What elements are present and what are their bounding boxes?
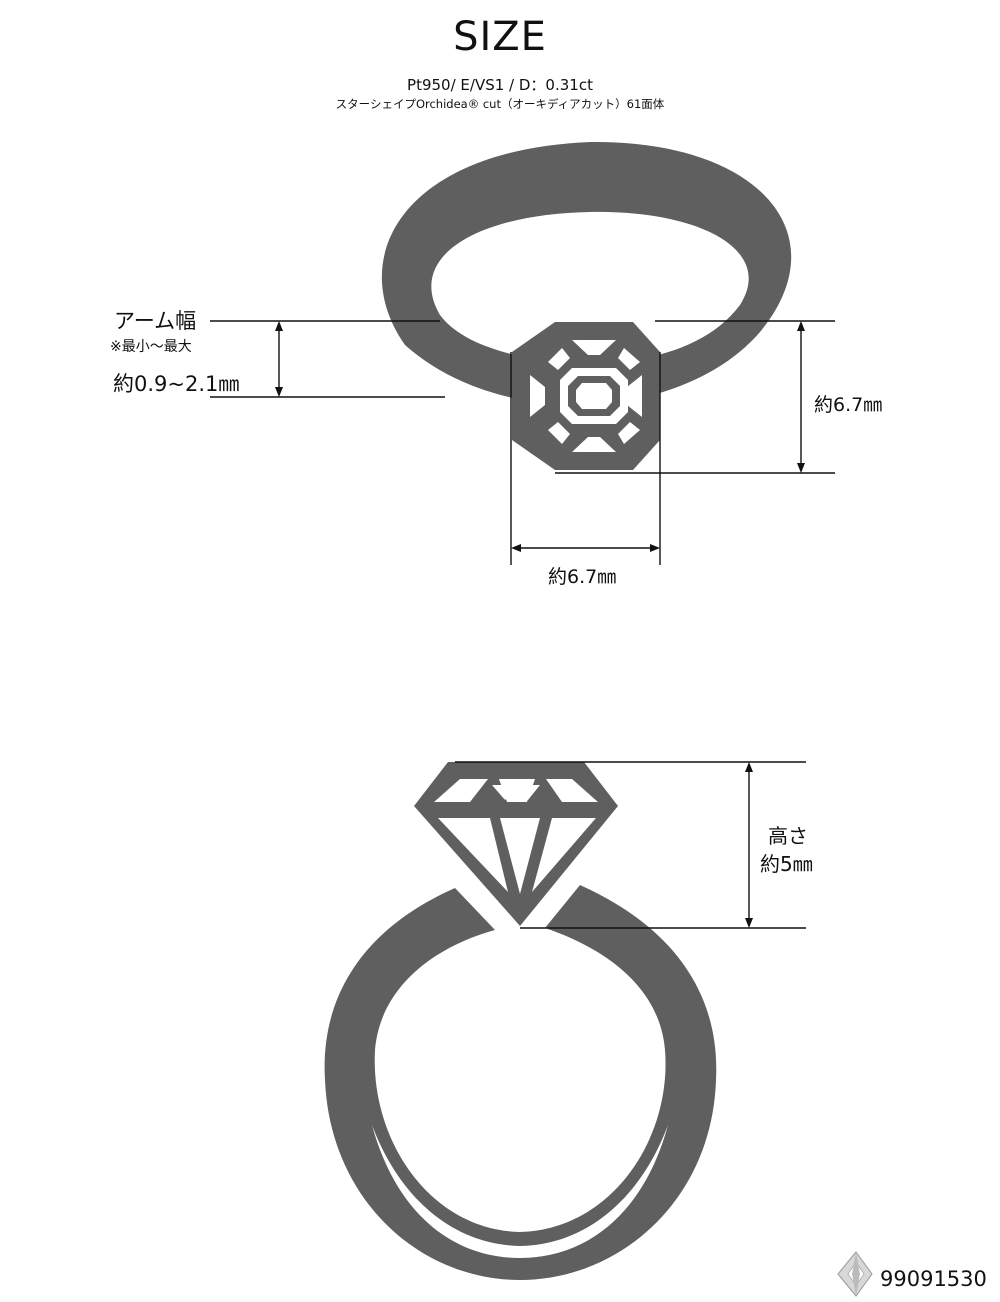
head-height-value: 約6.7㎜ <box>814 394 883 416</box>
arm-width-value: 約0.9~2.1㎜ <box>113 372 240 396</box>
head-width-arrow-left <box>511 544 521 552</box>
head-width-arrow-right <box>650 544 660 552</box>
diamond-logo-icon <box>837 1251 873 1297</box>
side-ring-band <box>324 885 717 1280</box>
head-height-dimension <box>555 320 835 474</box>
stone-height-label: 高さ <box>768 824 808 848</box>
product-code: 99091530 <box>880 1267 987 1291</box>
arm-width-note: ※最小～最大 <box>110 339 192 355</box>
head-height-arrow-bottom <box>797 463 805 473</box>
stone-height-arrow-bottom <box>745 918 753 928</box>
arm-width-arrow-top <box>275 321 283 331</box>
spec-line: Pt950/ E/VS1 / D：0.31ct <box>407 76 593 94</box>
page-title: SIZE <box>453 14 547 60</box>
head-width-dimension <box>510 352 661 565</box>
stone-height-dimension <box>455 761 806 929</box>
stone-height-value: 約5㎜ <box>760 852 813 876</box>
arm-width-label: アーム幅 <box>114 309 197 333</box>
head-height-arrow-top <box>797 321 805 331</box>
arm-width-dimension <box>210 320 445 398</box>
arm-width-arrow-bottom <box>275 387 283 397</box>
stone-height-arrow-top <box>745 762 753 772</box>
cut-line: スターシェイプOrchidea® cut（オーキディアカット）61面体 <box>335 97 665 111</box>
top-ring-band <box>381 141 792 408</box>
side-view-diamond <box>414 762 618 926</box>
head-width-value: 約6.7㎜ <box>548 566 617 588</box>
top-view-head <box>512 322 660 470</box>
